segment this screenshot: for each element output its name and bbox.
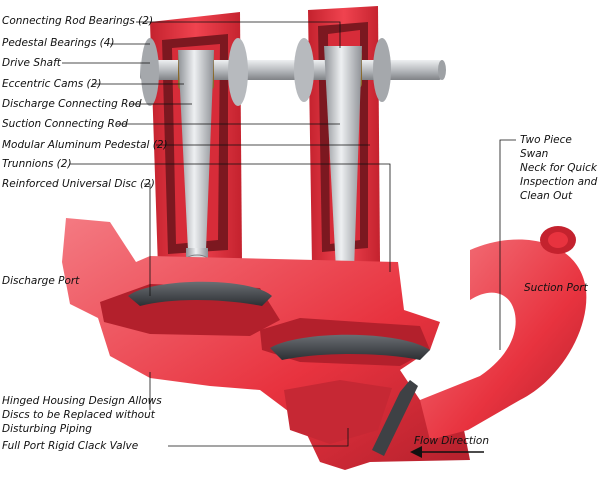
trunnions-label: Trunnions (2) [2, 158, 72, 170]
left-arrow-icon [410, 446, 484, 458]
full-port-valve-label: Full Port Rigid Clack Valve [2, 440, 139, 452]
hinged-housing-line-2: Discs to be Replaced without [2, 409, 155, 421]
hinged-housing-label: Hinged Housing Design Allows Discs to be… [2, 394, 162, 436]
flow-direction-label: Flow Direction [414, 435, 489, 447]
modular-aluminum-pedestal-label: Modular Aluminum Pedestal (2) [2, 139, 168, 151]
drive-shaft-label: Drive Shaft [2, 57, 61, 69]
clack-valve [372, 380, 418, 456]
swan-neck-line-2: Neck for Quick [520, 162, 597, 174]
discharge-port-label: Discharge Port [2, 275, 80, 287]
swan-neck-pipe [420, 226, 587, 440]
reinforced-universal-disc-upper [128, 281, 272, 306]
pedestal-bearings [141, 38, 391, 106]
swan-neck-line-3: Inspection and [520, 176, 598, 188]
drive-shaft [140, 60, 446, 80]
reinforced-universal-disc-lower [270, 334, 430, 360]
swan-neck-line-4: Clean Out [520, 190, 573, 202]
suction-port-label: Suction Port [524, 282, 588, 294]
reinforced-universal-disc-label: Reinforced Universal Disc (2) [2, 178, 155, 190]
connecting-rod-bearings-label: Connecting Rod Bearings (2) [2, 15, 154, 27]
swan-neck-line-1: Two Piece Swan [520, 134, 572, 160]
eccentric-cams-label: Eccentric Cams (2) [2, 78, 102, 90]
hinged-housing-line-1: Hinged Housing Design Allows [2, 395, 162, 407]
hinged-housing-line-3: Disturbing Piping [2, 423, 92, 435]
leader-lines [62, 21, 516, 447]
swan-neck-label: Two Piece Swan Neck for Quick Inspection… [520, 133, 600, 203]
pedestal-bearings-label: Pedestal Bearings (4) [2, 37, 115, 49]
suction-connecting-rod-label: Suction Connecting Rod [2, 118, 128, 130]
discharge-connecting-rod-label: Discharge Connecting Rod [2, 98, 142, 110]
